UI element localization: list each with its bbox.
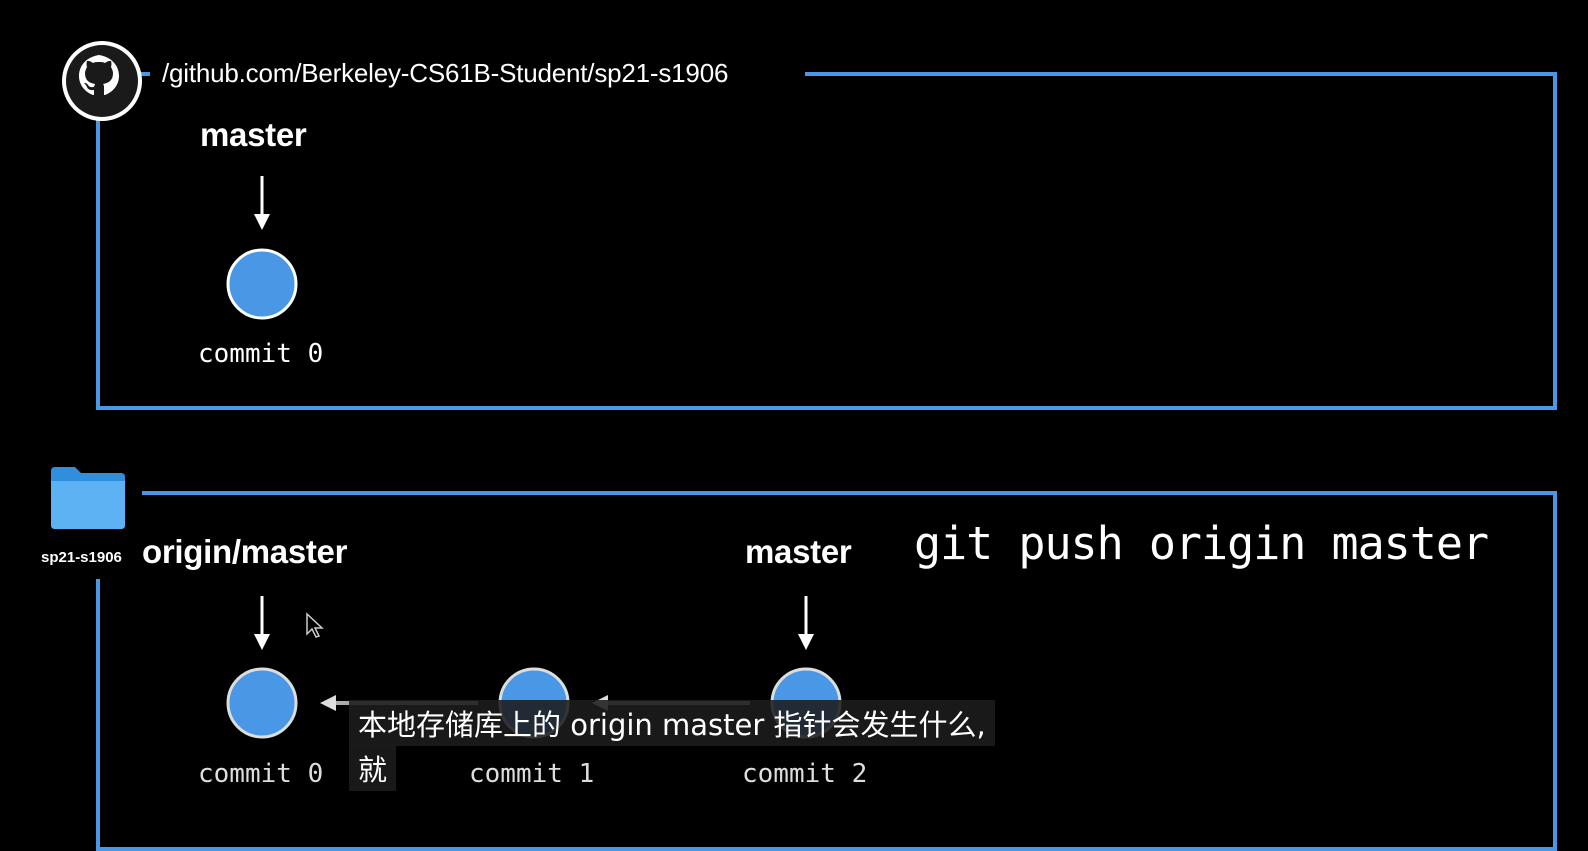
mouse-cursor-icon xyxy=(306,612,324,638)
folder-icon xyxy=(48,465,128,531)
local-master-label: master xyxy=(745,533,852,570)
remote-commit-0-label: commit 0 xyxy=(198,339,324,369)
github-octocat-icon xyxy=(60,39,144,123)
remote-master-arrow xyxy=(254,176,270,230)
local-commit-0-label: commit 0 xyxy=(198,759,324,789)
remote-url-gap xyxy=(150,60,805,88)
git-command: git push origin master xyxy=(914,517,1489,570)
origin-master-label: origin/master xyxy=(142,533,348,570)
subtitle-line-2: 就 xyxy=(349,745,397,791)
local-commit-0-node xyxy=(226,667,298,739)
local-commit-2-label: commit 2 xyxy=(742,759,868,789)
local-master-arrow xyxy=(798,596,814,650)
subtitle-line-1: 本地存储库上的 origin master 指针会发生什么, xyxy=(349,700,995,746)
folder-label: sp21-s1906 xyxy=(41,549,122,566)
remote-repo-box xyxy=(96,72,1557,410)
origin-master-arrow xyxy=(254,596,270,650)
remote-master-label: master xyxy=(200,116,307,153)
remote-commit-0-node xyxy=(226,248,298,320)
remote-url: /github.com/Berkeley-CS61B-Student/sp21-… xyxy=(162,58,729,88)
local-commit-1-label: commit 1 xyxy=(469,759,595,789)
